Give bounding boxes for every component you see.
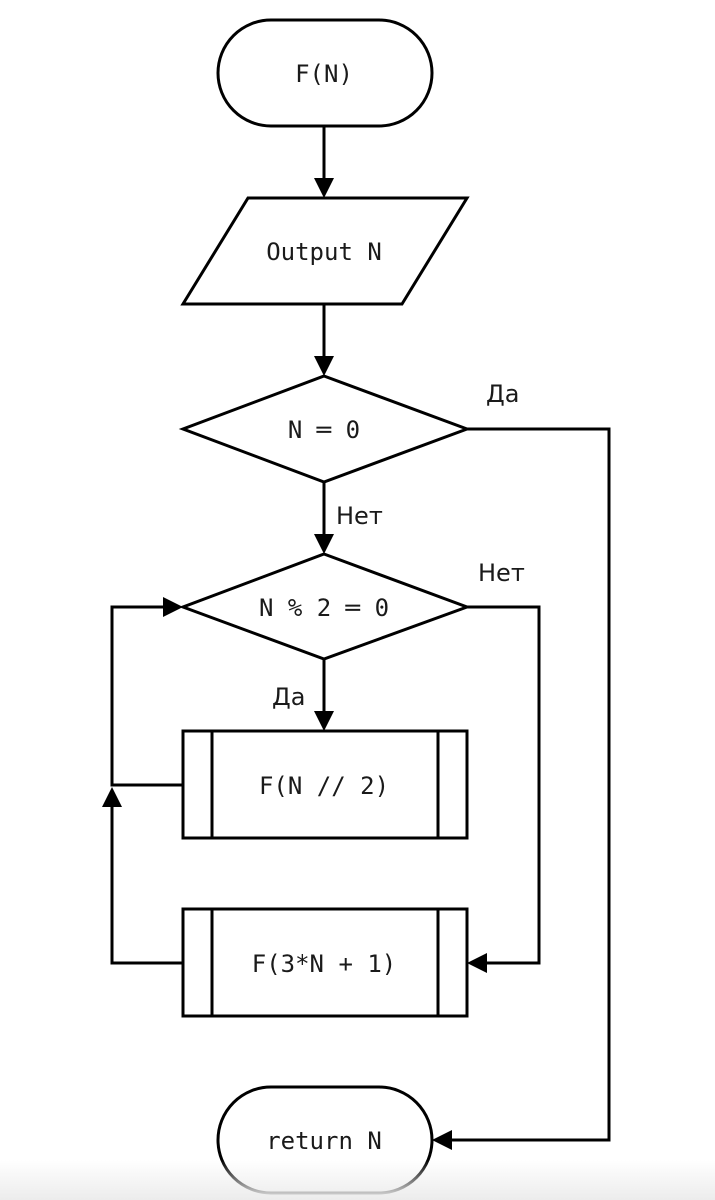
edges bbox=[102, 126, 611, 1150]
node-end: return N bbox=[216, 1085, 434, 1195]
io-shape bbox=[180, 196, 470, 306]
arrowhead-down-icon bbox=[314, 534, 334, 554]
node-call-half-text: F(N // 2) bbox=[259, 772, 389, 800]
node-check-zero-text: N ═ 0 bbox=[288, 416, 360, 444]
arrowhead-left-icon bbox=[467, 953, 487, 973]
node-output: Output N bbox=[180, 196, 470, 306]
arrowhead-right-icon bbox=[163, 597, 183, 617]
edge-label-check-zero-yes: Да bbox=[486, 380, 519, 408]
arrowhead-left-icon bbox=[432, 1130, 452, 1150]
edge-check-zero-yes-to-end bbox=[446, 427, 611, 1142]
node-call-triple-text: F(3*N + 1) bbox=[252, 950, 397, 978]
subprocess-shape bbox=[181, 729, 469, 840]
node-start: F(N) bbox=[216, 18, 434, 128]
arrowhead-down-icon bbox=[314, 178, 334, 198]
arrowhead-down-icon bbox=[314, 711, 334, 731]
edge-call-half-loop bbox=[110, 605, 183, 787]
subprocess-shape bbox=[181, 907, 469, 1018]
decision-shape bbox=[178, 552, 472, 661]
edge-label-check-even-no: Нет bbox=[478, 559, 525, 587]
edge-label-check-even-yes: Да bbox=[272, 683, 305, 711]
node-check-even: N % 2 ═ 0 bbox=[178, 552, 472, 661]
node-end-text: return N bbox=[266, 1127, 382, 1155]
node-check-even-text: N % 2 ═ 0 bbox=[259, 594, 389, 622]
edge-label-check-zero-no: Нет bbox=[336, 502, 383, 530]
arrowhead-up-icon bbox=[102, 787, 122, 807]
node-call-triple: F(3*N + 1) bbox=[181, 907, 469, 1018]
node-start-text: F(N) bbox=[295, 60, 353, 88]
node-output-text: Output N bbox=[266, 238, 382, 266]
edge-check-even-no-to-call-triple bbox=[467, 605, 541, 965]
terminal-shape bbox=[216, 18, 434, 128]
node-call-half: F(N // 2) bbox=[181, 729, 469, 840]
edge-call-triple-loop bbox=[110, 801, 183, 965]
decision-shape bbox=[178, 374, 472, 484]
arrowhead-down-icon bbox=[314, 356, 334, 376]
node-check-zero: N ═ 0 bbox=[178, 374, 472, 484]
